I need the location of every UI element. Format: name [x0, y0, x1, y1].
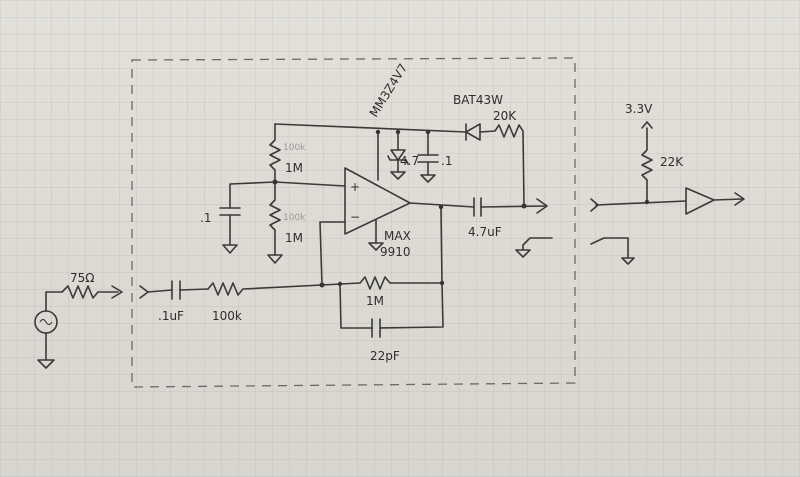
buffer-gate: [685, 187, 715, 215]
minus-sign: −: [350, 210, 360, 224]
pullup-resistor: [479, 124, 525, 207]
buffer-pullup-label: 22K: [660, 155, 684, 169]
feedback-resistor: [321, 276, 443, 290]
supply-voltage-label: 3.3V: [625, 102, 653, 116]
pulse-sketch: [590, 237, 629, 259]
output-capacitor: [473, 197, 482, 217]
pullup-label: 20K: [493, 109, 517, 123]
opamp-label-9910: 9910: [380, 245, 411, 259]
bias-resistor-top: [269, 123, 281, 183]
faint-erased-label-2: 100k: [283, 213, 306, 223]
opamp-max9910: [344, 167, 411, 235]
output-cap-label: 4.7uF: [468, 225, 502, 239]
feedback-cap-label: 22pF: [370, 349, 400, 363]
opamp-ground-symbol: [368, 242, 384, 251]
pulse-ground-symbol: [621, 257, 635, 265]
buffer-pullup-resistor: [641, 127, 653, 201]
output-ground-symbol: [515, 244, 531, 258]
buffer-output-arrow: [734, 192, 745, 206]
plus-sign: +: [350, 180, 360, 194]
source-ground-symbol: [37, 359, 55, 369]
output-ground-wire: [522, 237, 553, 246]
bias-resistor-bottom: [269, 181, 281, 256]
board-input-arrow: [139, 285, 149, 299]
bias-top-label: 1M: [285, 161, 303, 175]
input-connector-arrow: [111, 285, 123, 299]
bias-capacitor: [219, 207, 241, 216]
bias-cap-ground-symbol: [222, 244, 238, 254]
supply-arrow: [641, 121, 653, 129]
buffer-input-arrow: [590, 198, 599, 212]
supply-capacitor: [417, 131, 439, 183]
source-resistor-label: 75Ω: [70, 271, 94, 285]
zener-regulator: [387, 131, 409, 180]
bias-cap-label: .1: [200, 211, 211, 225]
bias-bottom-label: 1M: [285, 231, 303, 245]
supply-cap-2-label: .1: [441, 154, 452, 168]
input-resistor: [207, 282, 323, 296]
diode-label: BAT43W: [453, 93, 503, 107]
output-arrow: [536, 198, 548, 214]
regulator-label: MM3Z4V7: [367, 61, 411, 119]
input-capacitor: [171, 280, 181, 300]
feedback-capacitor: [371, 318, 381, 338]
feedback-resistor-label: 1M: [366, 294, 384, 308]
inverting-input-wire: [319, 221, 346, 286]
opamp-label-max: MAX: [384, 229, 411, 243]
input-resistor-label: 100k: [212, 309, 242, 323]
feedback-return-wire: [440, 208, 443, 284]
buffer-input-wire: [595, 200, 687, 206]
ac-source: [34, 291, 63, 361]
schottky-diode: [465, 123, 481, 141]
source-resistor: [61, 285, 119, 299]
supply-cap-1-label: 4.7: [400, 154, 419, 168]
faint-erased-label-1: 100k: [283, 143, 306, 153]
board-outline: [131, 57, 576, 388]
noninverting-input-wire: [274, 181, 346, 187]
bias-ground-symbol: [267, 254, 283, 264]
supply-rail: [274, 123, 467, 133]
input-cap-label: .1uF: [158, 309, 184, 323]
